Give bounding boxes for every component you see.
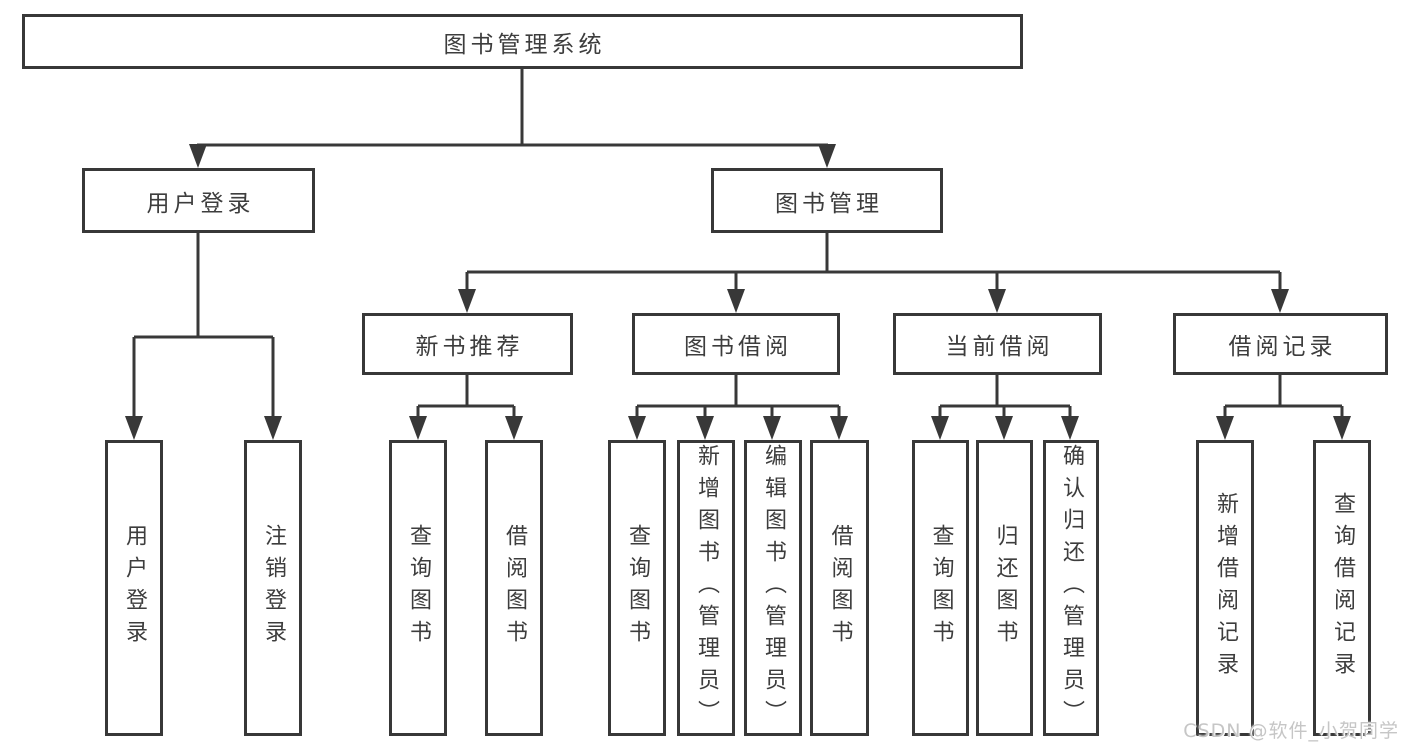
node-current-borrow: 当前借阅 [893,313,1102,375]
arrowhead-icon [409,416,427,440]
node-borrow-records: 借阅记录 [1173,313,1388,375]
arrowhead-icon [505,416,523,440]
connector-line [995,272,999,289]
connector-line [770,406,774,416]
node-leaf-confirm-return-admin: 确认归还（管理员） [1043,440,1099,736]
connector-line [837,406,841,416]
arrowhead-icon [1333,416,1351,440]
node-leaf-user-login: 用户登录 [105,440,163,736]
arrowhead-icon [818,144,836,168]
node-library-management-system: 图书管理系统 [22,14,1023,69]
arrowhead-icon [830,416,848,440]
arrowhead-icon [189,144,207,168]
connector-line [1225,404,1342,408]
arrowhead-icon [264,416,282,440]
arrowhead-icon [727,289,745,313]
node-leaf-add-borrow-record: 新增借阅记录 [1196,440,1254,736]
connector-line [271,337,275,416]
arrowhead-icon [1061,416,1079,440]
connector-line [1278,375,1282,406]
connector-line [1223,406,1227,416]
connector-line [703,406,707,416]
arrowhead-icon [931,416,949,440]
arrowhead-icon [628,416,646,440]
connector-line [938,406,942,416]
arrowhead-icon [1216,416,1234,440]
node-book-management: 图书管理 [711,168,943,233]
watermark: CSDN @软件_小贺同学 [1183,720,1399,742]
arrowhead-icon [763,416,781,440]
connector-line [1340,406,1344,416]
connector-line [416,406,420,416]
connector-line [734,375,738,406]
connector-line [132,337,136,416]
node-leaf-query-books-current: 查询图书 [912,440,969,736]
node-book-borrow: 图书借阅 [632,313,840,375]
connector-line [995,375,999,406]
arrowhead-icon [458,289,476,313]
node-leaf-add-books-admin: 新增图书（管理员） [677,440,735,736]
node-leaf-borrow-books-recommend: 借阅图书 [485,440,543,736]
connector-line [637,404,839,408]
connector-line [825,233,829,272]
connector-line [1002,406,1006,416]
connector-line [196,233,200,337]
connector-line [1278,272,1282,289]
connector-line [418,404,514,408]
node-leaf-query-books-recommend: 查询图书 [389,440,447,736]
arrowhead-icon [1271,289,1289,313]
connector-line [512,406,516,416]
connector-line [197,143,828,147]
node-new-book-recommend: 新书推荐 [362,313,573,375]
node-user-login: 用户登录 [82,168,315,233]
connector-line [465,375,469,406]
arrowhead-icon [995,416,1013,440]
connector-line [134,335,273,339]
node-leaf-query-books-borrow: 查询图书 [608,440,666,736]
node-leaf-edit-books-admin: 编辑图书（管理员） [744,440,802,736]
connector-line [520,69,524,145]
arrowhead-icon [988,289,1006,313]
node-leaf-query-borrow-record: 查询借阅记录 [1313,440,1371,736]
connector-line [635,406,639,416]
connector-line [734,272,738,289]
connector-line [467,270,1280,274]
connector-line [465,272,469,289]
node-leaf-logout: 注销登录 [244,440,302,736]
connector-line [1068,406,1072,416]
node-leaf-return-books: 归还图书 [976,440,1033,736]
node-leaf-borrow-books: 借阅图书 [810,440,869,736]
arrowhead-icon [125,416,143,440]
arrowhead-icon [696,416,714,440]
